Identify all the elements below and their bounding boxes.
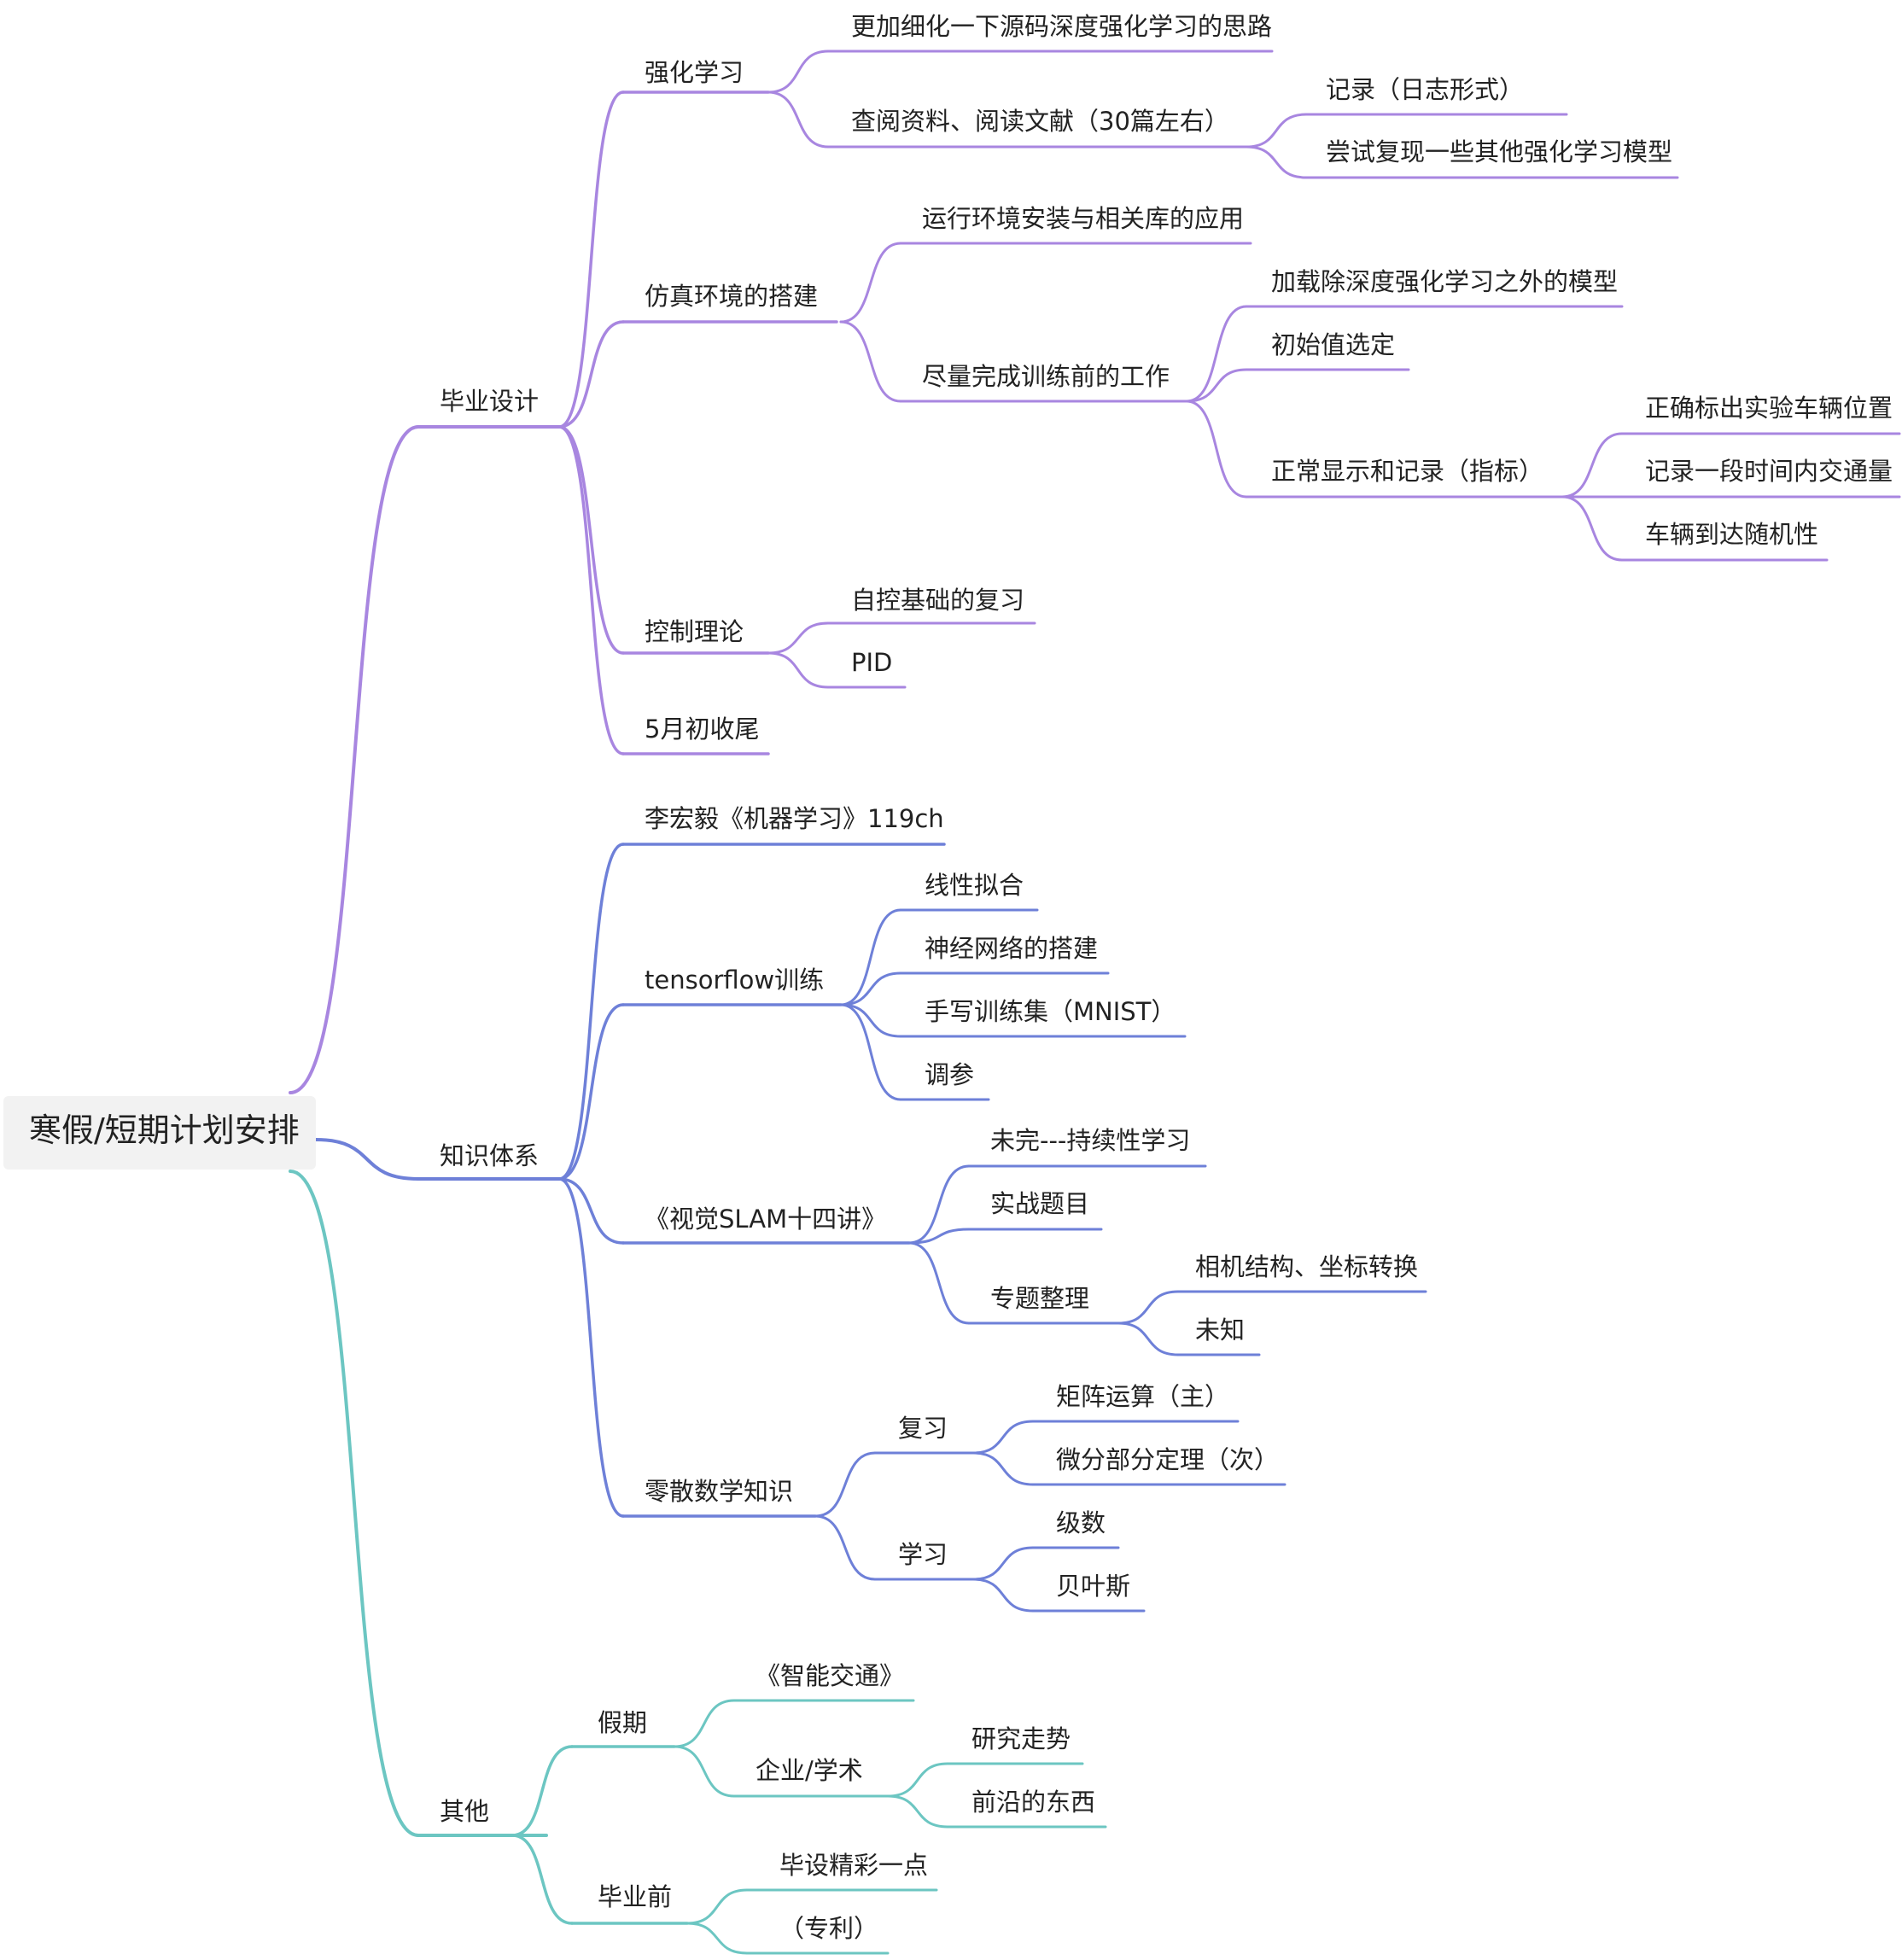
- line-sim-env-curve: [839, 242, 902, 324]
- root-node[interactable]: [3, 1096, 316, 1170]
- line-slam-curve: [557, 1177, 625, 1245]
- line-slam-ongoing-curve: [907, 1164, 971, 1245]
- line-rl-curve: [557, 90, 625, 429]
- line-holiday-industry-curve: [673, 1745, 736, 1798]
- line-math-diff-curve: [971, 1451, 1035, 1486]
- line-math-review-curve: [814, 1451, 877, 1518]
- line-ctrl-review-curve: [767, 621, 830, 655]
- node-sim-env[interactable]: 运行环境安装与相关库的应用: [922, 204, 1245, 233]
- node-math-series[interactable]: 级数: [1056, 1508, 1106, 1537]
- node-math-learn[interactable]: 学习: [898, 1540, 948, 1569]
- line-rl-source-curve: [767, 50, 830, 94]
- node-pregrad-patent[interactable]: （专利）: [779, 1914, 879, 1943]
- node-slam-topics[interactable]: 专题整理: [990, 1284, 1090, 1313]
- line-ctrl-pid-curve: [767, 651, 830, 689]
- node-sim-arrival[interactable]: 车辆到达随机性: [1645, 520, 1819, 549]
- line-may-curve: [557, 425, 625, 755]
- node-slam-practice[interactable]: 实战题目: [990, 1189, 1090, 1218]
- line-ml-curve: [557, 843, 625, 1181]
- node-math-diff[interactable]: 微分部分定理（次）: [1056, 1445, 1280, 1474]
- node-math-review[interactable]: 复习: [898, 1414, 948, 1443]
- root-node-label: 寒假/短期计划安排: [29, 1111, 300, 1149]
- node-holiday-frontier[interactable]: 前沿的东西: [971, 1788, 1096, 1817]
- node-holiday-industry[interactable]: 企业/学术: [756, 1756, 863, 1785]
- node-tf-nn[interactable]: 神经网络的搭建: [925, 934, 1099, 963]
- node-slam-camera[interactable]: 相机结构、坐标转换: [1195, 1252, 1419, 1281]
- node-rl-papers[interactable]: 查阅资料、阅读文献（30篇左右）: [851, 107, 1229, 136]
- line-sim-arrival-curve: [1561, 495, 1624, 562]
- node-sim-init[interactable]: 初始值选定: [1271, 330, 1396, 359]
- node-slam-ongoing[interactable]: 未完---持续性学习: [990, 1126, 1191, 1155]
- node-tf[interactable]: tensorflow训练: [645, 965, 825, 995]
- line-sim-init-curve: [1185, 368, 1248, 403]
- node-sim-load-model[interactable]: 加载除深度强化学习之外的模型: [1271, 267, 1619, 296]
- line-holiday-curve: [511, 1745, 574, 1837]
- node-math[interactable]: 零散数学知识: [645, 1477, 794, 1506]
- line-pregrad-curve: [511, 1834, 574, 1925]
- line-rl-reproduce-curve: [1245, 145, 1308, 179]
- node-tf-mnist[interactable]: 手写训练集（MNIST）: [925, 997, 1176, 1026]
- node-rl[interactable]: 强化学习: [645, 58, 744, 87]
- line-sim-pretrain-curve: [839, 320, 902, 403]
- node-other[interactable]: 其他: [440, 1797, 490, 1826]
- line-tf-nn-curve: [839, 971, 902, 1006]
- line-math-bayes-curve: [971, 1578, 1035, 1613]
- node-slam-unknown[interactable]: 未知: [1195, 1315, 1246, 1345]
- node-rl-reproduce[interactable]: 尝试复现一些其他强化学习模型: [1326, 137, 1673, 166]
- node-sim-vehicle-pos[interactable]: 正确标出实验车辆位置: [1645, 394, 1893, 423]
- line-rl-log-curve: [1245, 113, 1308, 149]
- line-pregrad-patent-curve: [686, 1922, 749, 1955]
- node-grad[interactable]: 毕业设计: [440, 387, 540, 416]
- line-pregrad-better-curve: [686, 1888, 749, 1925]
- node-tf-linear[interactable]: 线性拟合: [925, 871, 1024, 900]
- line-rl-papers-curve: [767, 90, 830, 149]
- line-sim-vehicle-pos-curve: [1561, 432, 1624, 499]
- node-pregrad[interactable]: 毕业前: [598, 1882, 673, 1911]
- line-tf-linear-curve: [839, 908, 902, 1006]
- line-slam-camera-curve: [1117, 1290, 1180, 1325]
- node-rl-log[interactable]: 记录（日志形式）: [1326, 75, 1525, 104]
- node-holiday[interactable]: 假期: [598, 1708, 648, 1737]
- node-math-bayes[interactable]: 贝叶斯: [1056, 1572, 1131, 1601]
- line-tf-mnist-curve: [839, 1003, 902, 1038]
- node-sim-traffic[interactable]: 记录一段时间内交通量: [1645, 457, 1893, 486]
- line-holiday-frontier-curve: [886, 1794, 949, 1829]
- line-math-learn-curve: [814, 1514, 877, 1581]
- line-knowledge-curve: [314, 1138, 420, 1181]
- node-math-matrix[interactable]: 矩阵运算（主）: [1056, 1382, 1230, 1411]
- node-pregrad-better[interactable]: 毕设精彩一点: [779, 1851, 929, 1880]
- node-ctrl-pid[interactable]: PID: [851, 648, 893, 677]
- node-sim[interactable]: 仿真环境的搭建: [645, 282, 819, 311]
- line-ctrl-curve: [557, 425, 625, 655]
- line-sim-curve: [557, 320, 625, 429]
- line-holiday-trend-curve: [886, 1762, 949, 1798]
- line-grad-curve: [289, 425, 420, 1094]
- node-rl-source[interactable]: 更加细化一下源码深度强化学习的思路: [851, 12, 1273, 41]
- node-holiday-trend[interactable]: 研究走势: [971, 1724, 1071, 1753]
- node-ml[interactable]: 李宏毅《机器学习》119ch: [645, 804, 944, 833]
- line-math-matrix-curve: [971, 1420, 1035, 1455]
- line-sim-load-model-curve: [1185, 305, 1248, 403]
- node-tf-tune[interactable]: 调参: [925, 1060, 975, 1089]
- line-sim-display-curve: [1185, 400, 1248, 499]
- node-sim-pretrain[interactable]: 尽量完成训练前的工作: [922, 362, 1170, 391]
- line-holiday-its-curve: [673, 1699, 736, 1748]
- node-knowledge[interactable]: 知识体系: [440, 1141, 540, 1170]
- node-holiday-its[interactable]: 《智能交通》: [756, 1661, 905, 1690]
- line-tf-curve: [557, 1003, 625, 1181]
- line-slam-topics-curve: [907, 1241, 971, 1325]
- node-sim-display[interactable]: 正常显示和记录（指标）: [1271, 457, 1544, 486]
- line-tf-tune-curve: [839, 1003, 902, 1101]
- line-math-curve: [557, 1177, 625, 1518]
- node-ctrl-review[interactable]: 自控基础的复习: [851, 586, 1025, 615]
- node-slam[interactable]: 《视觉SLAM十四讲》: [645, 1205, 887, 1234]
- node-may[interactable]: 5月初收尾: [645, 715, 760, 744]
- line-slam-practice-curve: [907, 1228, 971, 1245]
- line-other-curve: [289, 1170, 420, 1837]
- line-slam-unknown-curve: [1117, 1321, 1180, 1356]
- node-ctrl[interactable]: 控制理论: [645, 617, 744, 646]
- line-math-series-curve: [971, 1546, 1035, 1581]
